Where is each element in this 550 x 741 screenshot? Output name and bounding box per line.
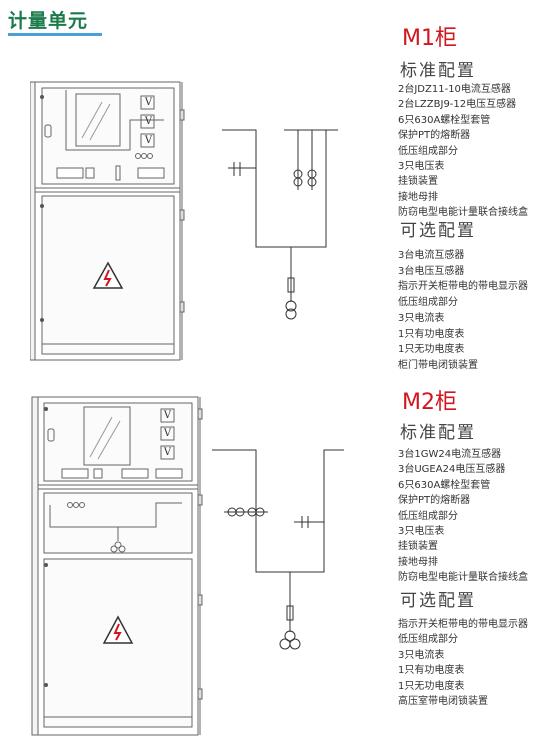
m2-meter-1: V <box>163 410 172 421</box>
list-item: 3只电流表 <box>398 312 445 324</box>
m2-meter-2: V <box>163 428 172 439</box>
m2-optional-list: 指示开关柜带电的带电显示器 低压组成部分 3只电流表 1只有功电度表 1只无功电… <box>398 617 528 709</box>
list-item: 2台JDZ11-10电流互感器 <box>398 84 511 95</box>
list-item: 接地母排 <box>398 556 438 568</box>
list-item: 高压室带电闭锁装置 <box>398 696 488 708</box>
list-item: 3只电流表 <box>398 649 445 661</box>
list-item: 防窃电型电能计量联合接线盒 <box>398 207 528 219</box>
list-item: 低压组成部分 <box>398 634 458 646</box>
list-item: 柜门带电闭锁装置 <box>398 359 478 371</box>
m2-meter-3: V <box>163 447 172 458</box>
m1-cabinet-drawing <box>30 81 185 361</box>
list-item: 低压组成部分 <box>398 510 458 522</box>
list-item: 低压组成部分 <box>398 297 458 309</box>
list-item: 挂锁装置 <box>398 176 438 188</box>
list-item: 1只无功电度表 <box>398 680 465 692</box>
m2-title: M2柜 <box>402 390 457 415</box>
list-item: 保护PT的熔断器 <box>398 495 471 507</box>
list-item: 3台电流互感器 <box>398 250 465 261</box>
m1-title: M1柜 <box>402 26 457 51</box>
list-item: 接地母排 <box>398 191 438 203</box>
list-item: 指示开关柜带电的带电显示器 <box>398 281 528 293</box>
list-item: 低压组成部分 <box>398 145 458 157</box>
m2-single-line-diagram <box>212 449 344 650</box>
list-item: 1只有功电度表 <box>398 328 465 340</box>
list-item: 3台1GW24电流互感器 <box>398 449 502 460</box>
section-title-underline <box>8 33 102 36</box>
list-item: 3台电压互感器 <box>398 265 465 277</box>
m1-meter-1: V <box>144 97 153 108</box>
list-item: 6只630A螺栓型套管 <box>398 479 491 491</box>
m1-meter-2: V <box>144 116 153 127</box>
list-item: 3台UGEA24电压互感器 <box>398 464 506 476</box>
m1-single-line-diagram <box>222 129 338 320</box>
list-item: 3只电压表 <box>398 526 445 538</box>
m2-standard-list: 3台1GW24电流互感器 3台UGEA24电压互感器 6只630A螺栓型套管 保… <box>398 447 528 586</box>
m1-standard-list: 2台JDZ11-10电流互感器 2台LZZBJ9-12电压互感器 6只630A螺… <box>398 82 528 221</box>
list-item: 2台LZZBJ9-12电压互感器 <box>398 99 517 111</box>
list-item: 1只有功电度表 <box>398 665 465 677</box>
m2-cabinet-drawing <box>31 396 203 736</box>
m1-meter-3: V <box>144 135 153 146</box>
m2-standard-title: 标准配置 <box>400 423 476 443</box>
m1-optional-title: 可选配置 <box>400 221 476 241</box>
list-item: 指示开关柜带电的带电显示器 <box>398 619 528 630</box>
list-item: 1只无功电度表 <box>398 344 465 356</box>
m1-optional-list: 3台电流互感器 3台电压互感器 指示开关柜带电的带电显示器 低压组成部分 3只电… <box>398 248 528 374</box>
m2-optional-title: 可选配置 <box>400 591 476 611</box>
m1-standard-title: 标准配置 <box>400 61 476 81</box>
section-title: 计量单元 <box>8 10 89 32</box>
list-item: 3只电压表 <box>398 161 445 173</box>
list-item: 防窃电型电能计量联合接线盒 <box>398 572 528 584</box>
list-item: 6只630A螺栓型套管 <box>398 114 491 126</box>
list-item: 保护PT的熔断器 <box>398 130 471 142</box>
list-item: 挂锁装置 <box>398 541 438 553</box>
